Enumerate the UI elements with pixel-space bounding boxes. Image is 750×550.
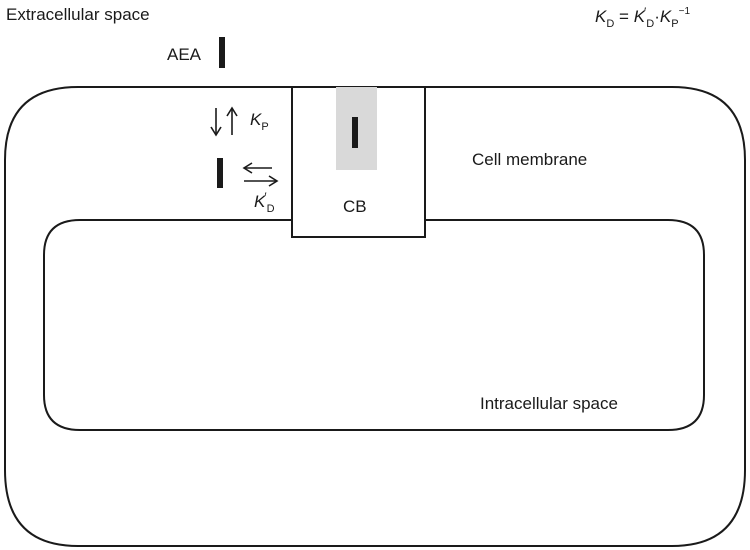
extracellular-space-label: Extracellular space	[6, 5, 150, 24]
equation-kd-symbol: K	[595, 7, 607, 26]
cb-label: CB	[343, 197, 367, 216]
kd-prime-mark: ′	[264, 190, 267, 204]
cell-membrane-label: Cell membrane	[472, 150, 588, 169]
aea-label: AEA	[167, 45, 202, 64]
equation-kd-prime-sub: D	[646, 18, 655, 30]
equation-kp-symbol: K	[659, 7, 672, 26]
kp-symbol: K	[250, 110, 262, 129]
equation-dot: ·	[654, 7, 660, 26]
binding-arrows	[242, 162, 279, 187]
cell-outer-outline	[4, 86, 746, 547]
equation-kp-sup: −1	[678, 6, 691, 17]
equation: KD = K′D·KP−1	[595, 5, 691, 30]
partition-arrows	[210, 106, 238, 137]
equation-kd-prime-mark: ′	[644, 5, 647, 19]
equation-kd-prime-symbol: K	[633, 7, 646, 26]
intracellular-boundary	[43, 219, 705, 431]
kp-label: KP	[250, 110, 269, 133]
equation-kp-sub: P	[671, 18, 679, 30]
intracellular-space-label: Intracellular space	[480, 394, 618, 413]
kp-sub: P	[261, 121, 269, 133]
kd-prime-symbol: K	[254, 192, 266, 211]
membrane-ligand-bar	[217, 158, 223, 188]
aea-ligand-bar	[219, 37, 225, 68]
kd-prime-label: K′D	[254, 190, 275, 215]
equation-kd-sub: D	[606, 18, 615, 30]
equation-equals: =	[619, 7, 629, 26]
kd-prime-sub: D	[266, 203, 275, 215]
bound-ligand-bar	[352, 117, 358, 148]
